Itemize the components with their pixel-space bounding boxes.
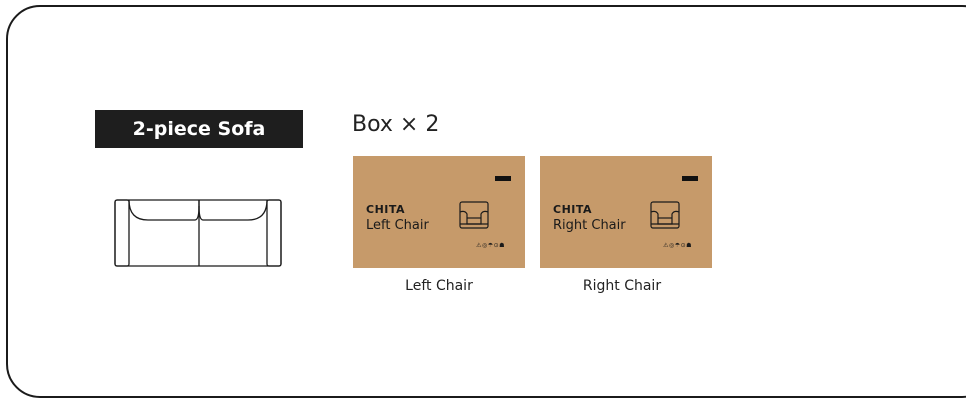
product-title-badge: 2-piece Sofa <box>95 110 303 148</box>
content-frame <box>6 5 966 398</box>
right-chair-caption: Right Chair <box>582 278 662 294</box>
sofa-icon <box>114 199 282 267</box>
box-brand: CHITA <box>553 203 593 216</box>
barcode-mark <box>495 176 511 181</box>
box-label: Left Chair <box>366 218 429 233</box>
chair-icon <box>650 201 680 229</box>
left-chair-caption: Left Chair <box>405 278 473 294</box>
right-chair-box: CHITA Right Chair ⚠◎☂⊙☗ <box>540 156 712 268</box>
box-label: Right Chair <box>553 218 626 233</box>
box-count-heading: Box × 2 <box>352 112 440 137</box>
handling-symbols: ⚠◎☂⊙☗ <box>476 242 505 249</box>
left-chair-box: CHITA Left Chair ⚠◎☂⊙☗ <box>353 156 525 268</box>
handling-symbols: ⚠◎☂⊙☗ <box>663 242 692 249</box>
chair-icon <box>459 201 489 229</box>
barcode-mark <box>682 176 698 181</box>
box-brand: CHITA <box>366 203 406 216</box>
